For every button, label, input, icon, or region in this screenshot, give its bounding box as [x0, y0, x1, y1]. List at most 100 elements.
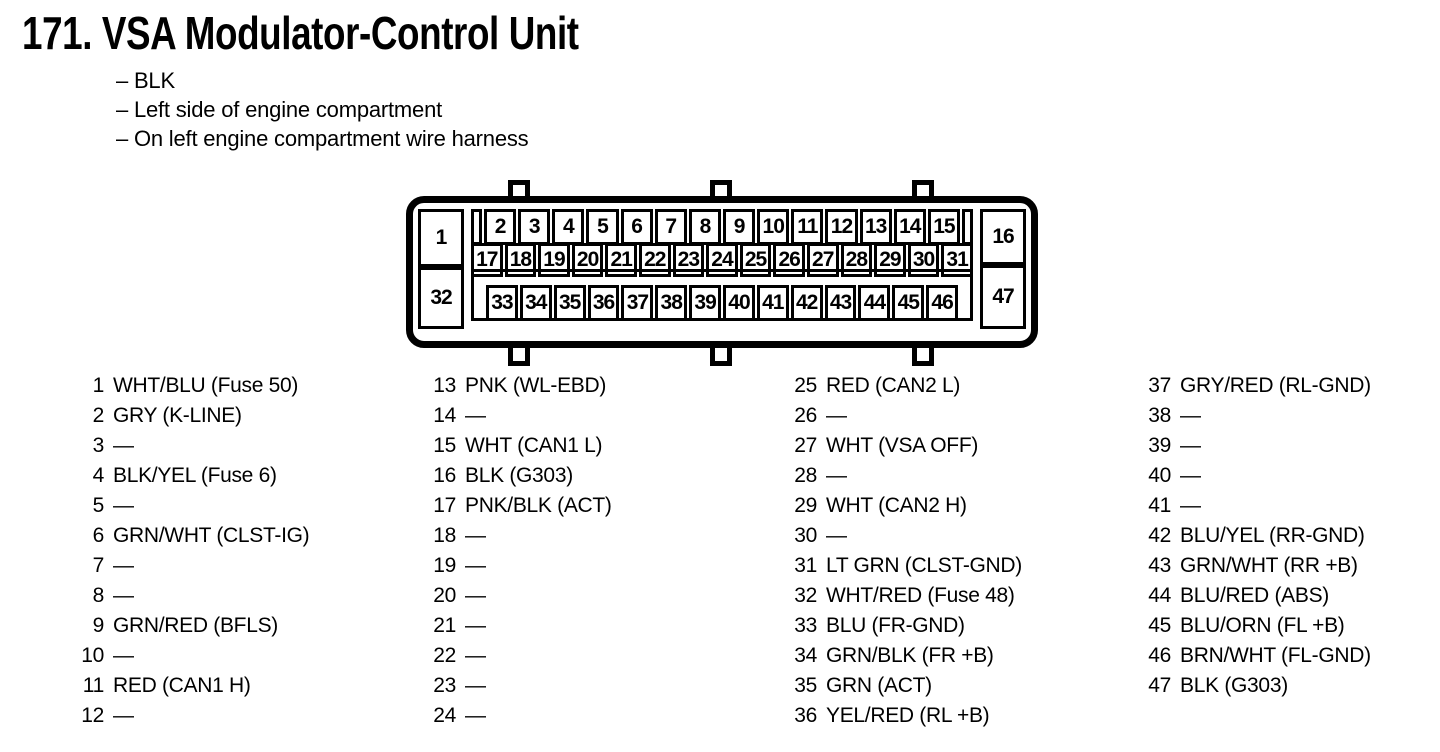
pin-row: 30 —: [791, 521, 1022, 551]
pin-number: 15: [433, 434, 456, 457]
pin-description: —: [465, 584, 486, 607]
pin-number: 26: [794, 404, 817, 427]
pin-number: 31: [794, 554, 817, 577]
pin-row: 19—: [430, 551, 612, 581]
pin-cell: 44: [858, 285, 891, 321]
pin-number: 12: [81, 704, 104, 727]
pin-cell: 32: [418, 267, 464, 329]
pin-description: —: [113, 584, 134, 607]
pin-number: 13: [433, 374, 456, 397]
pin-description: —: [826, 524, 847, 547]
pin-cell: 39: [689, 285, 722, 321]
pin-description: BRN/WHT (FL-GND): [1180, 644, 1371, 667]
pin-row: 3—: [78, 431, 309, 461]
pin-cell: 1: [418, 209, 464, 267]
pin-cell: 34: [519, 285, 552, 321]
pin-description: BLK (G303): [465, 464, 573, 487]
pin-description: GRN/RED (BFLS): [113, 614, 278, 637]
pin-description: RED (CAN2 L): [826, 374, 961, 397]
pin-description: GRY (K-LINE): [113, 404, 242, 427]
pin-row: 28—: [791, 461, 1022, 491]
pin-number: 20: [433, 584, 456, 607]
pin-cell: 36: [587, 285, 620, 321]
pin-description: —: [465, 554, 486, 577]
pin-row: 12—: [78, 701, 309, 731]
pin-cell: 9: [722, 209, 756, 245]
pin-row: 41—: [1145, 491, 1371, 521]
pin-cell: 11: [791, 209, 824, 245]
pin-row: 38—: [1145, 401, 1371, 431]
pin-cell: 42: [790, 285, 823, 321]
blank-cell: [471, 209, 482, 245]
pin-number: 30: [794, 524, 817, 547]
pin-description: GRN (ACT): [826, 674, 932, 697]
pin-cell: 17: [471, 243, 503, 277]
pin-row: 9 GRN/RED (BFLS): [78, 611, 309, 641]
pin-cell: 46: [926, 285, 959, 321]
pin-number: 36: [794, 704, 817, 727]
pin-row: 45 BLU/ORN (FL +B): [1145, 611, 1371, 641]
pin-number: 44: [1148, 584, 1171, 607]
pin-number: 21: [433, 614, 456, 637]
pin-description: BLK (G303): [1180, 674, 1288, 697]
pin-number: 24: [433, 704, 456, 727]
pin-description: —: [1180, 464, 1201, 487]
pin-number: 10: [81, 644, 104, 667]
pin-row: 18—: [430, 521, 612, 551]
location-note: – Left side of engine compartment: [116, 97, 443, 122]
pin-number: 23: [433, 674, 456, 697]
pin-number: 38: [1148, 404, 1171, 427]
pin-cell: 4: [552, 209, 585, 245]
pin-row: 21 —: [430, 611, 612, 641]
pin-cell: 37: [621, 285, 654, 321]
pin-number: 9: [92, 614, 105, 637]
pin-number: 27: [794, 434, 817, 457]
pin-description: —: [465, 614, 486, 637]
pin-row: 40 —: [1145, 461, 1371, 491]
pin-cell: 47: [980, 265, 1026, 329]
pin-row: 23—: [430, 671, 612, 701]
pin-number: 29: [794, 494, 817, 517]
pin-cell: 5: [586, 209, 619, 245]
pin-number: 7: [92, 554, 105, 577]
pin-number: 34: [794, 644, 817, 667]
pin-row: 7—: [78, 551, 309, 581]
pin-row: 22—: [430, 641, 612, 671]
pin-cell: 2: [484, 209, 517, 245]
pin-number: 35: [794, 674, 817, 697]
pin-number: 16: [433, 464, 456, 487]
pin-number: 45: [1148, 614, 1171, 637]
pin-cell: 38: [655, 285, 688, 321]
pin-cell: 8: [688, 209, 721, 245]
pin-number: 41: [1148, 494, 1171, 517]
pin-number: 8: [92, 584, 105, 607]
pin-number: 18: [433, 524, 456, 547]
pin-row: 26 —: [791, 401, 1022, 431]
pin-number: 17: [433, 494, 456, 517]
pin-description: BLU/RED (ABS): [1180, 584, 1329, 607]
pin-description: —: [113, 494, 134, 517]
pin-cell: 40: [723, 285, 755, 321]
pin-number: 33: [794, 614, 817, 637]
pin-description: —: [826, 404, 847, 427]
pin-row: 8—: [78, 581, 309, 611]
pin-number: 40: [1148, 464, 1171, 487]
pin-cell: 16: [980, 209, 1026, 265]
pin-description: BLU/ORN (FL +B): [1180, 614, 1345, 637]
location-notes: – BLK– Left side of engine compartment– …: [116, 66, 529, 153]
